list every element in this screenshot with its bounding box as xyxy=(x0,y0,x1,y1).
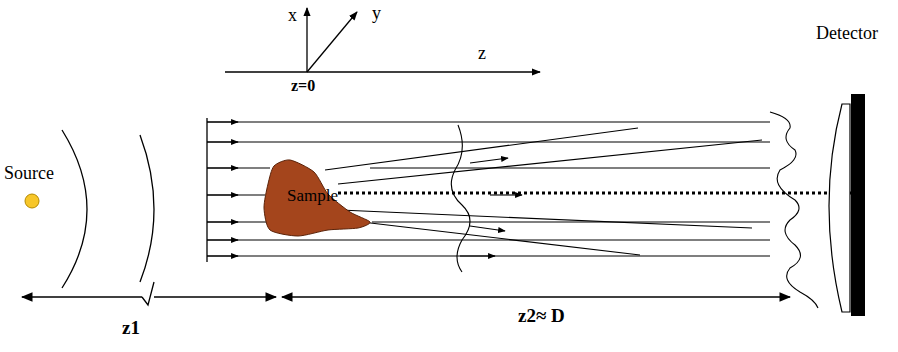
origin-label: z=0 xyxy=(291,77,315,95)
node-label: Sample xyxy=(287,187,338,206)
axis-label: y xyxy=(372,4,381,24)
dimension-label: z2≈ D xyxy=(518,306,565,327)
source-dot xyxy=(25,194,39,208)
dimension-label: z1 xyxy=(122,318,140,339)
beam-rays xyxy=(207,122,770,256)
node-label: Detector xyxy=(816,24,878,44)
coordinate-axes xyxy=(225,8,540,72)
detector-lens xyxy=(829,104,850,312)
source-point: Source xyxy=(4,164,74,212)
axis-label: z xyxy=(478,44,486,64)
intensity-profile xyxy=(770,112,818,308)
detector-screen-shape xyxy=(808,24,896,316)
optical-axis xyxy=(338,192,852,195)
axis-label: x xyxy=(288,6,297,26)
node-label: Source xyxy=(4,164,54,184)
dimension-lines xyxy=(22,282,790,305)
detector-plate xyxy=(851,94,865,316)
sample-object: Sample xyxy=(262,158,374,238)
detector-screen: Detector xyxy=(808,24,896,316)
wavefronts xyxy=(62,120,160,292)
sample-blob xyxy=(264,160,370,236)
distorted-wavefront xyxy=(451,125,470,272)
